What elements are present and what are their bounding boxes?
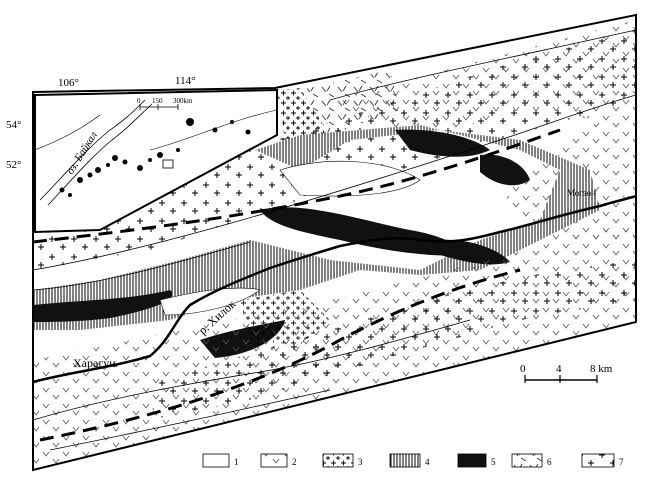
inset-scale-label-300: 300km: [173, 97, 193, 105]
town-kharagun-label: Харагун: [73, 356, 116, 370]
legend: 1 2 3 4 5 6 7: [202, 453, 624, 468]
fault-line-north: [33, 128, 561, 244]
contact-lines: [33, 29, 636, 451]
longitude-106: 106°: [58, 77, 79, 89]
legend-num-3: 3: [358, 457, 363, 467]
fault-line-south: [39, 268, 521, 442]
legend-item-3: 3: [322, 453, 363, 468]
legend-num-6: 6: [547, 457, 552, 467]
legend-num-4: 4: [425, 457, 430, 467]
legend-item-4: 4: [389, 453, 430, 468]
scale-bar: 0 4 8 km: [520, 363, 613, 383]
inset-scale-bar: 0 150 300km: [137, 97, 193, 110]
legend-item-1: 1: [202, 453, 239, 468]
khilok-river: [33, 194, 636, 384]
scale-label-0: 0: [520, 363, 526, 375]
latitude-54: 54°: [6, 119, 21, 131]
inset-scale-label-0: 0: [137, 97, 141, 105]
town-mogzon-label: Могзон: [567, 188, 596, 198]
inset-scale-label-150: 150: [152, 97, 163, 105]
scale-label-4: 4: [556, 363, 562, 375]
legend-item-7: 7: [581, 453, 624, 468]
inset-frame: [34, 88, 278, 234]
map-frame: [32, 13, 637, 472]
legend-num-2: 2: [292, 457, 297, 467]
legend-item-5: 5: [457, 453, 496, 468]
inset-granite-massifs: [59, 118, 251, 197]
legend-num-7: 7: [619, 457, 624, 467]
legend-item-2: 2: [260, 453, 297, 468]
legend-num-5: 5: [491, 457, 496, 467]
longitude-114: 114°: [175, 75, 196, 87]
scale-label-8: 8 km: [590, 363, 613, 375]
legend-item-6: 6: [511, 453, 552, 468]
latitude-52: 52°: [6, 159, 21, 171]
legend-num-1: 1: [234, 457, 239, 467]
inset-map: 0 150 300km оз. Байкал: [34, 88, 278, 234]
